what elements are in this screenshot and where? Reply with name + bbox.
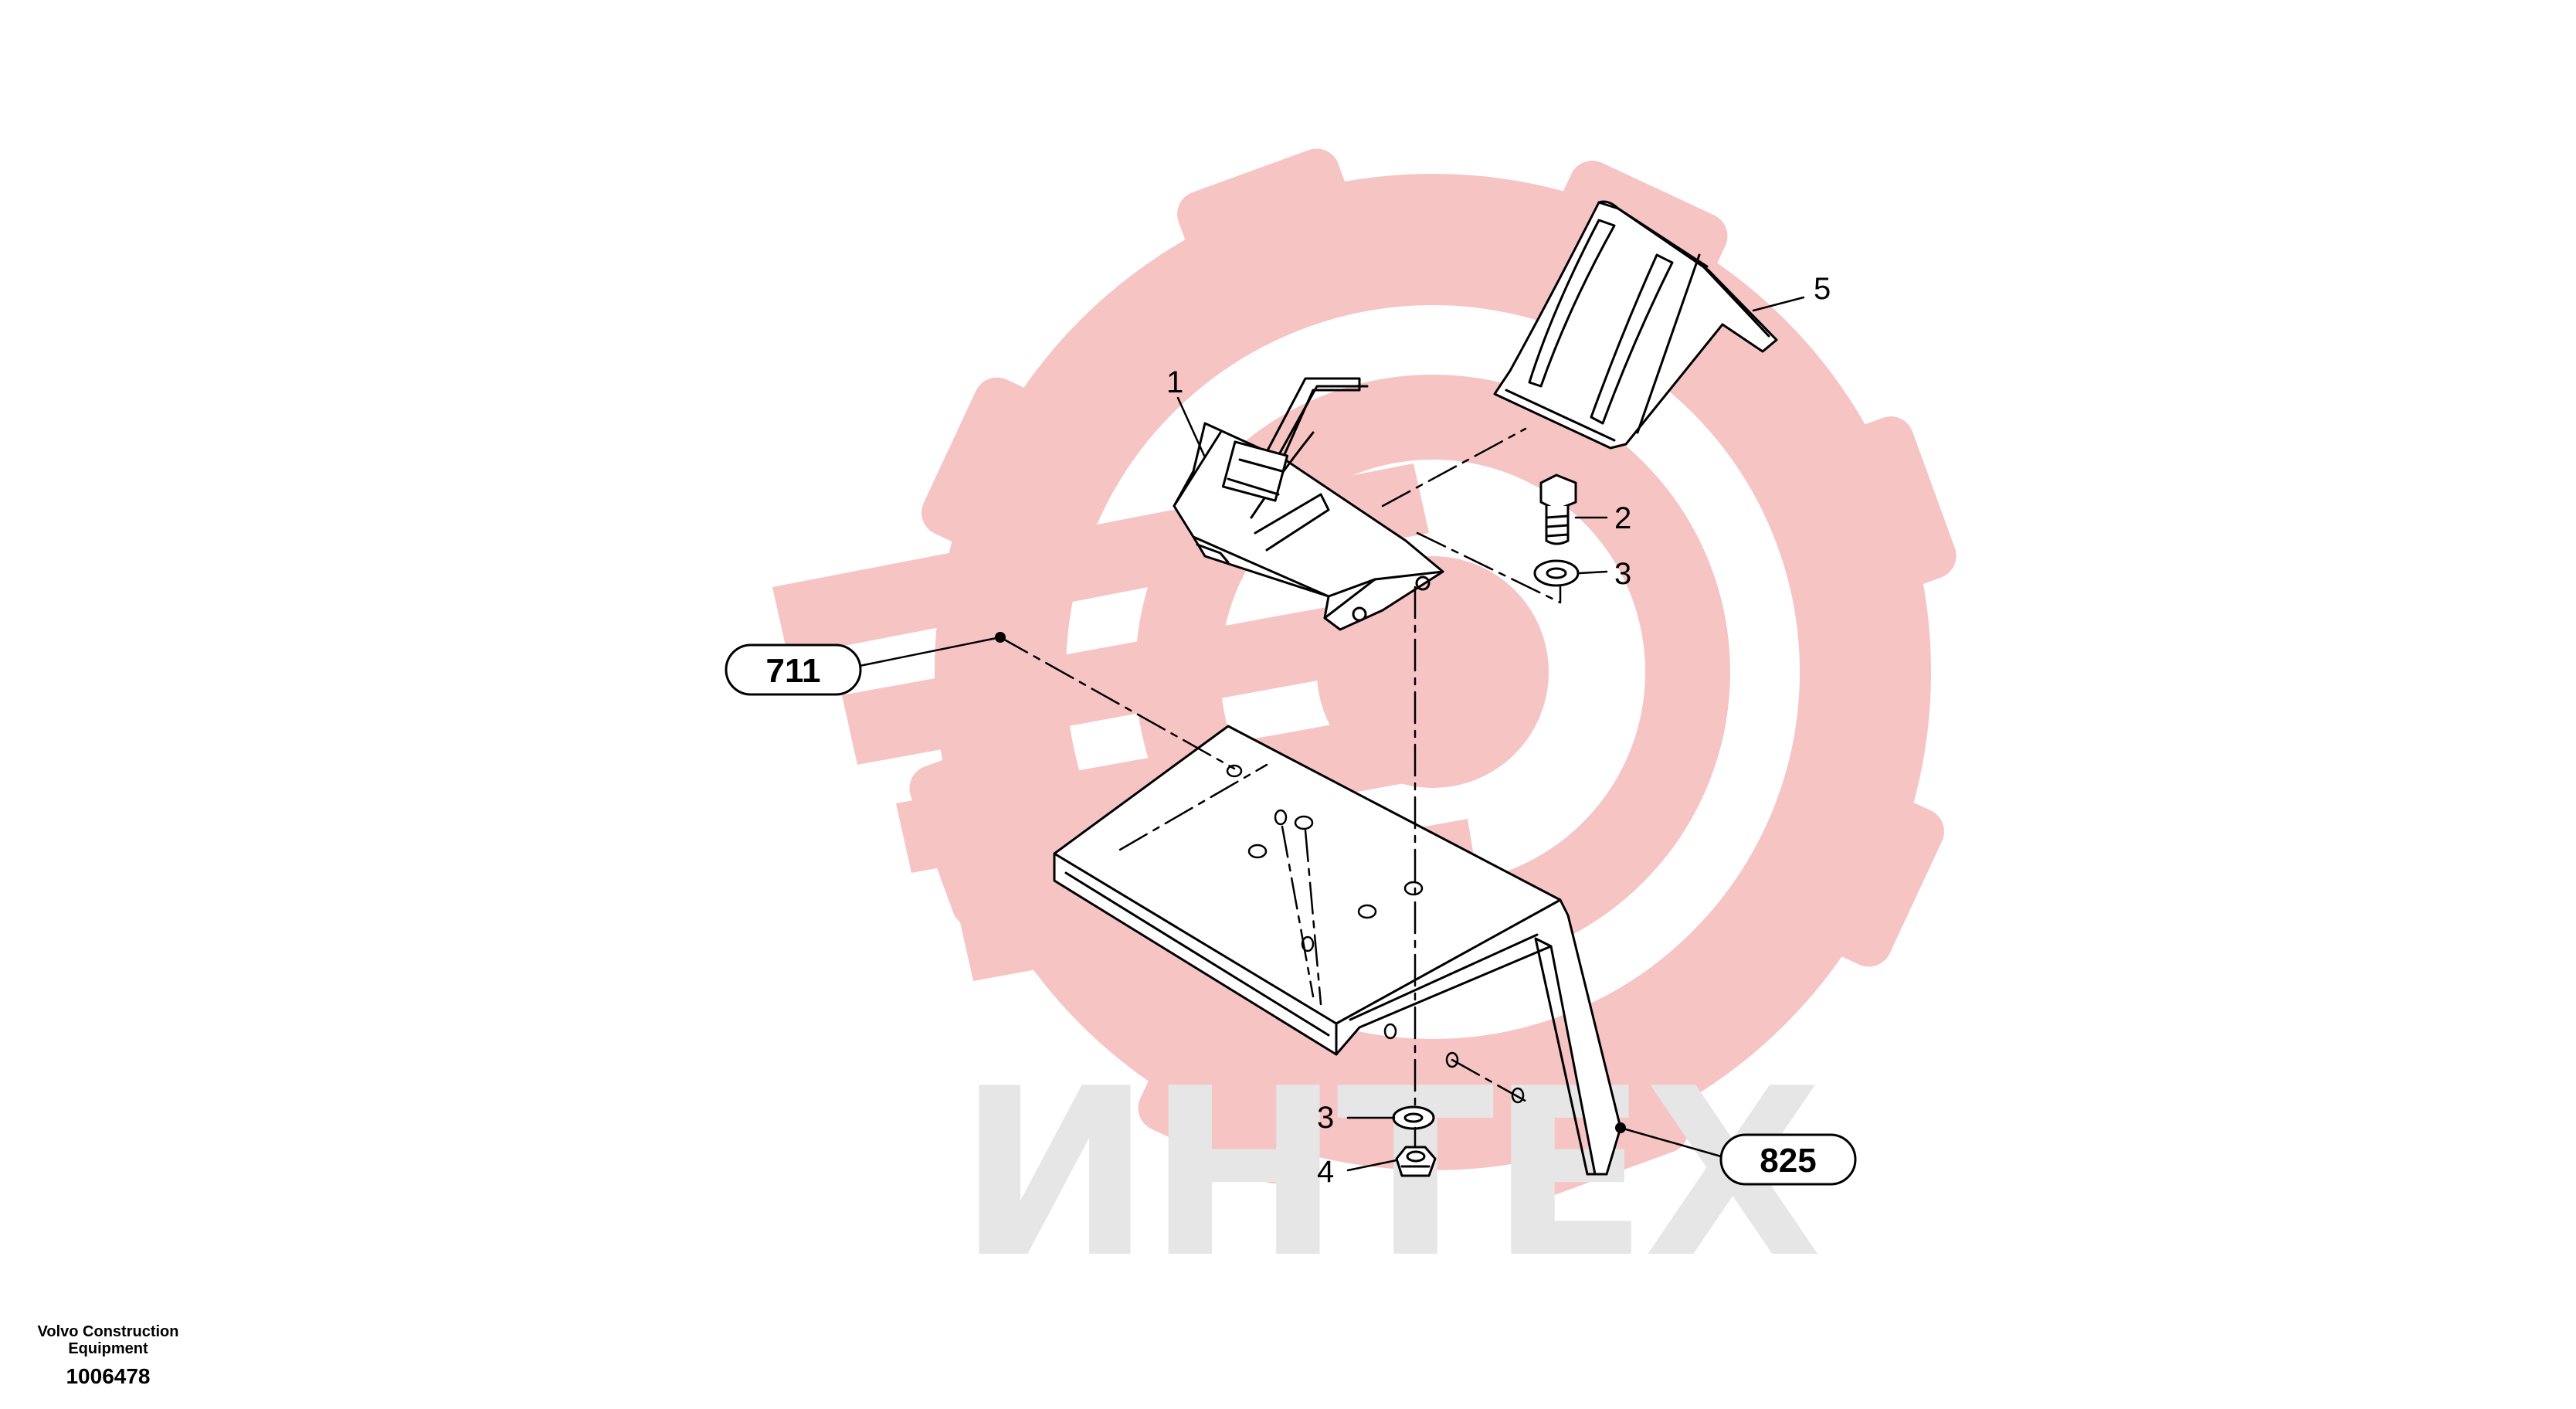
nut-part-4 — [1395, 1146, 1437, 1177]
support-frame-825 — [1053, 725, 1622, 1176]
footer-brand: Volvo Construction Equipment — [15, 1323, 201, 1357]
wheel-chock-part-5 — [1493, 200, 1778, 450]
washer-part-3-bottom — [1392, 1105, 1435, 1130]
callout-2: 2 — [1614, 501, 1631, 535]
ref-label-825: 825 — [1760, 1142, 1816, 1180]
brand-line-1: Volvo Construction — [37, 1323, 179, 1340]
callout-5: 5 — [1814, 272, 1831, 306]
callout-3-top: 3 — [1614, 557, 1631, 591]
leader-dot-825 — [1615, 1122, 1626, 1133]
ref-box-711 — [725, 643, 862, 696]
bolt-part-2 — [1539, 474, 1577, 545]
callout-1: 1 — [1166, 365, 1183, 399]
ref-box-825 — [1719, 1133, 1857, 1186]
leader-dot-711 — [995, 632, 1006, 643]
ref-label-711: 711 — [766, 652, 821, 690]
document-number: 1006478 — [66, 1364, 151, 1388]
washer-part-3-top — [1533, 559, 1580, 587]
callout-4: 4 — [1317, 1155, 1334, 1189]
holder-bracket-part-1 — [1173, 377, 1444, 631]
brand-line-2: Equipment — [68, 1340, 148, 1357]
callout-3-bottom: 3 — [1317, 1101, 1334, 1135]
assembly-center-lines — [999, 427, 1562, 1149]
frame-holes — [1226, 764, 1525, 1104]
callout-leader-lines — [858, 296, 1805, 1172]
